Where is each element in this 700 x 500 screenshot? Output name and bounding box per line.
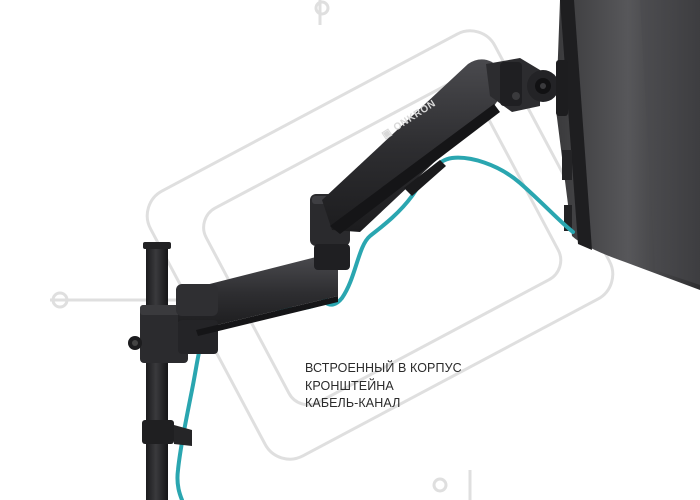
monitor <box>556 0 700 290</box>
caption-line-1: ВСТРОЕННЫЙ В КОРПУС <box>305 361 462 375</box>
feature-caption: ВСТРОЕННЫЙ В КОРПУС КРОНШТЕЙНА КАБЕЛЬ-КА… <box>305 360 462 413</box>
mount-pole <box>128 242 192 500</box>
tilt-head <box>486 58 568 116</box>
lower-arm <box>176 256 338 354</box>
upper-arm <box>322 59 512 234</box>
caption-line-3: КАБЕЛЬ-КАНАЛ <box>305 396 401 410</box>
caption-line-2: КРОНШТЕЙНА <box>305 378 394 393</box>
